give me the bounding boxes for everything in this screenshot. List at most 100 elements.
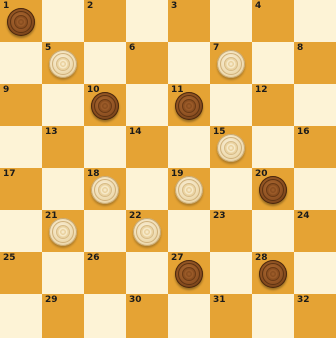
light-checker-piece-icon[interactable] [49, 50, 77, 78]
square-number: 29 [45, 295, 58, 305]
piece-inner-ring [98, 183, 112, 197]
board-square-29[interactable]: 29 [42, 294, 84, 338]
board-square-25[interactable]: 25 [0, 252, 42, 294]
board-square-light [168, 126, 210, 168]
square-number: 9 [3, 85, 9, 95]
piece-inner-ring [224, 57, 238, 71]
board-square-5[interactable]: 5 [42, 42, 84, 84]
board-square-light [168, 294, 210, 338]
board-square-15[interactable]: 15 [210, 126, 252, 168]
board-square-light [126, 252, 168, 294]
board-square-13[interactable]: 13 [42, 126, 84, 168]
square-number: 13 [45, 127, 58, 137]
board-square-30[interactable]: 30 [126, 294, 168, 338]
board-square-12[interactable]: 12 [252, 84, 294, 126]
light-checker-piece-icon[interactable] [133, 218, 161, 246]
board-square-light [84, 126, 126, 168]
board-square-light [252, 294, 294, 338]
board-square-32[interactable]: 32 [294, 294, 336, 338]
square-number: 12 [255, 85, 268, 95]
board-square-23[interactable]: 23 [210, 210, 252, 252]
light-checker-piece-icon[interactable] [91, 176, 119, 204]
board-square-11[interactable]: 11 [168, 84, 210, 126]
piece-inner-ring [182, 267, 196, 281]
dark-checker-piece-icon[interactable] [7, 8, 35, 36]
square-number: 2 [87, 1, 93, 11]
board-square-3[interactable]: 3 [168, 0, 210, 42]
board-square-6[interactable]: 6 [126, 42, 168, 84]
board-square-1[interactable]: 1 [0, 0, 42, 42]
board-square-light [294, 168, 336, 210]
board-square-light [252, 42, 294, 84]
board-square-22[interactable]: 22 [126, 210, 168, 252]
square-number: 30 [129, 295, 142, 305]
square-number: 24 [297, 211, 310, 221]
square-number: 1 [3, 1, 9, 11]
board-square-14[interactable]: 14 [126, 126, 168, 168]
square-number: 3 [171, 1, 177, 11]
board-square-light [252, 126, 294, 168]
piece-inner-ring [14, 15, 28, 29]
square-number: 6 [129, 43, 135, 53]
square-number: 4 [255, 1, 261, 11]
board-square-9[interactable]: 9 [0, 84, 42, 126]
board-square-light [210, 168, 252, 210]
board-square-light [84, 294, 126, 338]
square-number: 16 [297, 127, 310, 137]
piece-inner-ring [266, 267, 280, 281]
dark-checker-piece-icon[interactable] [175, 92, 203, 120]
board-square-2[interactable]: 2 [84, 0, 126, 42]
board-square-8[interactable]: 8 [294, 42, 336, 84]
square-number: 25 [3, 253, 16, 263]
board-square-light [0, 42, 42, 84]
board-square-light [0, 126, 42, 168]
board-square-10[interactable]: 10 [84, 84, 126, 126]
board-square-light [210, 252, 252, 294]
piece-inner-ring [182, 183, 196, 197]
board-square-light [42, 0, 84, 42]
dark-checker-piece-icon[interactable] [91, 92, 119, 120]
piece-inner-ring [224, 141, 238, 155]
board-square-light [126, 168, 168, 210]
board-square-26[interactable]: 26 [84, 252, 126, 294]
piece-inner-ring [56, 57, 70, 71]
square-number: 14 [129, 127, 142, 137]
piece-inner-ring [182, 99, 196, 113]
board-square-18[interactable]: 18 [84, 168, 126, 210]
light-checker-piece-icon[interactable] [217, 50, 245, 78]
board-square-16[interactable]: 16 [294, 126, 336, 168]
board-square-light [84, 210, 126, 252]
board-square-20[interactable]: 20 [252, 168, 294, 210]
light-checker-piece-icon[interactable] [49, 218, 77, 246]
piece-inner-ring [266, 183, 280, 197]
board-square-27[interactable]: 27 [168, 252, 210, 294]
board-square-light [84, 42, 126, 84]
dark-checker-piece-icon[interactable] [175, 260, 203, 288]
board-square-light [294, 0, 336, 42]
square-number: 32 [297, 295, 310, 305]
board-square-4[interactable]: 4 [252, 0, 294, 42]
board-square-light [294, 84, 336, 126]
board-square-light [42, 84, 84, 126]
board-square-17[interactable]: 17 [0, 168, 42, 210]
board-square-light [252, 210, 294, 252]
dark-checker-piece-icon[interactable] [259, 260, 287, 288]
light-checker-piece-icon[interactable] [175, 176, 203, 204]
square-number: 7 [213, 43, 219, 53]
board-square-19[interactable]: 19 [168, 168, 210, 210]
board-square-light [126, 0, 168, 42]
piece-inner-ring [98, 99, 112, 113]
board-square-light [168, 210, 210, 252]
board-square-7[interactable]: 7 [210, 42, 252, 84]
board-square-21[interactable]: 21 [42, 210, 84, 252]
board-square-light [210, 84, 252, 126]
dark-checker-piece-icon[interactable] [259, 176, 287, 204]
light-checker-piece-icon[interactable] [217, 134, 245, 162]
board-square-28[interactable]: 28 [252, 252, 294, 294]
square-number: 17 [3, 169, 16, 179]
board-square-31[interactable]: 31 [210, 294, 252, 338]
board-square-light [294, 252, 336, 294]
board-square-24[interactable]: 24 [294, 210, 336, 252]
board-square-light [0, 210, 42, 252]
